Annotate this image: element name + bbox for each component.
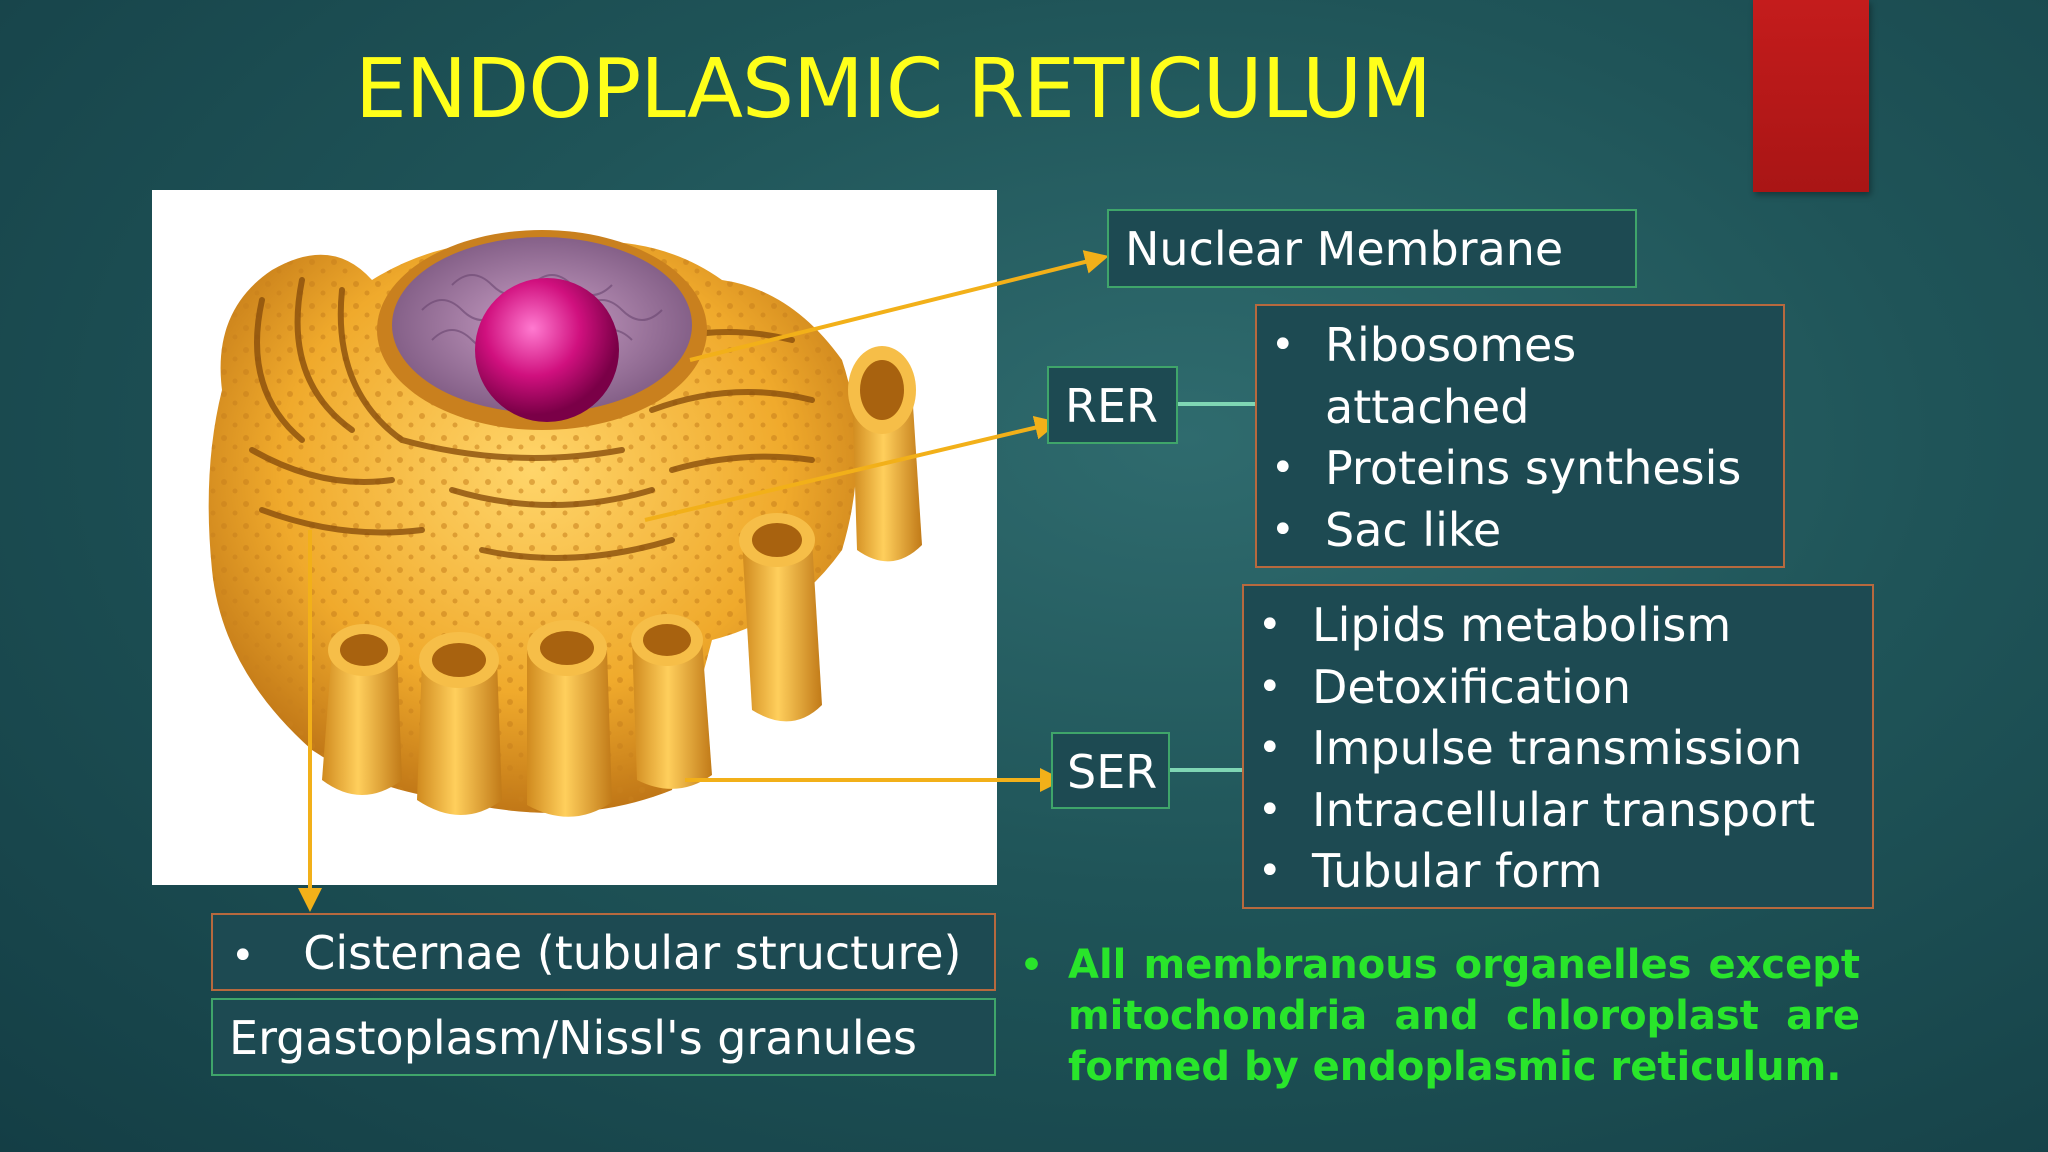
illustration-panel	[152, 190, 997, 885]
cisternae-box: • Cisternae (tubular structure)	[211, 913, 996, 991]
nucleolus-shape	[475, 278, 619, 422]
arrow-to-nuclear-membrane	[689, 250, 1109, 362]
arrow-to-rer	[644, 415, 1059, 522]
slide-title: ENDOPLASMIC RETICULUM	[355, 42, 1432, 137]
accent-bar	[1753, 0, 1869, 192]
rer-point: attached	[1325, 379, 1530, 434]
summary-note: • All membranous organelles except mitoc…	[1020, 940, 1860, 1093]
rer-points-box: •Ribosomes attached •Proteins synthesis …	[1255, 304, 1785, 568]
ser-points-list: •Lipids metabolism •Detoxification •Impu…	[1244, 595, 1872, 903]
ser-point: •Lipids metabolism	[1258, 598, 1732, 652]
note-bullet: •	[1020, 945, 1044, 986]
cisternae-text: Cisternae (tubular structure)	[303, 926, 962, 980]
ser-tubules	[322, 346, 922, 817]
nuclear-membrane-label: Nuclear Membrane	[1125, 222, 1564, 276]
ser-label: SER	[1067, 745, 1158, 799]
ergastoplasm-box: Ergastoplasm/Nissl's granules	[211, 998, 996, 1076]
ergastoplasm-text: Ergastoplasm/Nissl's granules	[229, 1011, 917, 1065]
rer-label: RER	[1065, 379, 1158, 433]
ser-point: •Tubular form	[1258, 844, 1603, 898]
rer-point: •Sac like	[1271, 502, 1502, 557]
rer-box: RER	[1047, 366, 1178, 444]
rer-point: •Proteins synthesis	[1271, 441, 1742, 495]
ser-point: •Detoxification	[1258, 659, 1632, 714]
nuclear-membrane-box: Nuclear Membrane	[1107, 209, 1637, 288]
rer-points-list: •Ribosomes attached •Proteins synthesis …	[1257, 315, 1783, 561]
endoplasmic-reticulum-illustration	[208, 230, 922, 817]
ser-points-box: •Lipids metabolism •Detoxification •Impu…	[1242, 584, 1874, 909]
note-text: All membranous organelles except mitocho…	[1068, 942, 1860, 1090]
ser-box: SER	[1051, 732, 1170, 809]
ser-point: •Impulse transmission	[1258, 721, 1803, 775]
ser-point: •Intracellular transport	[1258, 782, 1816, 837]
cisternae-bullet: •	[231, 933, 255, 979]
rer-point: •Ribosomes	[1271, 318, 1577, 372]
